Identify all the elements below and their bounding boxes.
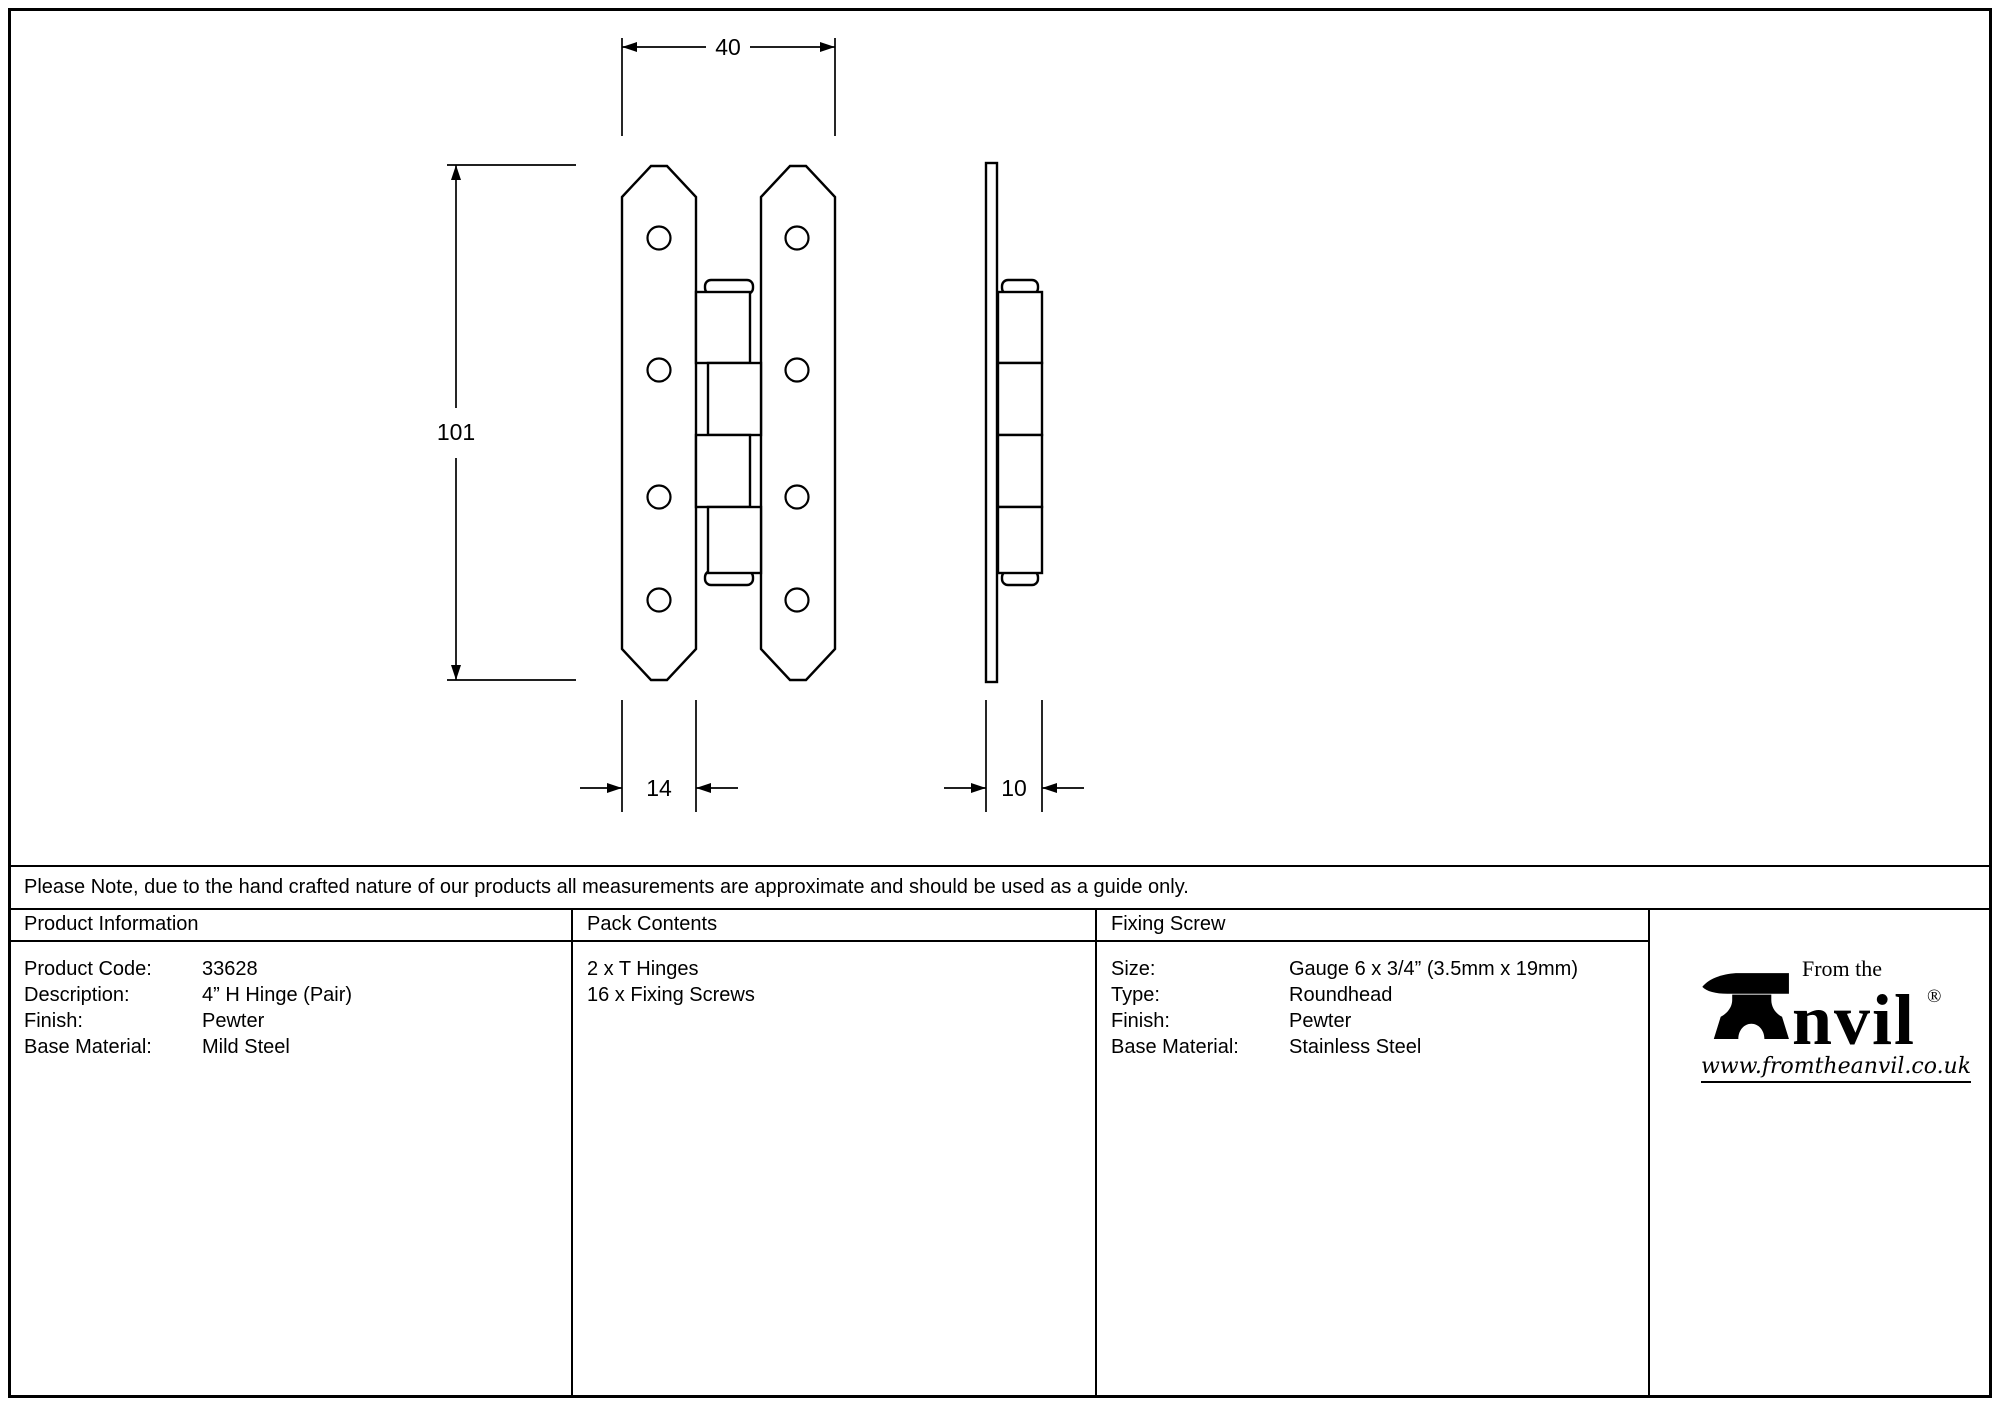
dimension-depth-label: 10 (1001, 775, 1027, 801)
field-value: 33628 (202, 958, 258, 980)
hinge-side-view (984, 161, 1044, 684)
table-row: Finish: Pewter (1111, 1008, 1578, 1034)
field-value: 4” H Hinge (Pair) (202, 984, 353, 1006)
screw-hole (646, 357, 672, 383)
table-divider-1 (571, 908, 573, 1398)
table-row: Description: 4” H Hinge (Pair) (24, 982, 352, 1008)
knuckle-2 (706, 361, 763, 437)
product-information-cell: Product Code: 33628 Description: 4” H Hi… (24, 956, 352, 1060)
side-knuckle-4 (996, 505, 1044, 575)
field-label: Finish: (1111, 1010, 1170, 1032)
logo-tagline: From the (1802, 956, 1883, 981)
field-label: Size: (1111, 958, 1156, 980)
dimension-width-label: 40 (715, 34, 741, 60)
measurement-note: Please Note, due to the hand crafted nat… (24, 875, 1189, 898)
dimension-height-label: 101 (437, 419, 475, 445)
field-value: Gauge 6 x 3/4” (3.5mm x 19mm) (1289, 958, 1578, 980)
arrowhead (622, 42, 637, 52)
anvil-icon (1702, 973, 1789, 1040)
screw-holes-right (784, 225, 810, 613)
pack-contents-cell: 2 x T Hinges 16 x Fixing Screws (587, 956, 755, 1008)
content-row-top-border (8, 940, 1649, 942)
arrowhead (1042, 783, 1057, 793)
dimension-leaf-width (580, 700, 738, 812)
screw-hole (784, 587, 810, 613)
field-label: Base Material: (24, 1036, 152, 1058)
field-value: Roundhead (1289, 984, 1393, 1006)
website-text: www.fromtheanvil.co.uk (1700, 1054, 1972, 1083)
side-knuckle-1 (996, 290, 1044, 365)
logo-website: www.fromtheanvil.co.uk (1698, 1054, 1974, 1083)
screw-hole (646, 225, 672, 251)
field-value: Mild Steel (202, 1036, 290, 1058)
screw-hole (784, 357, 810, 383)
dimension-width (621, 38, 836, 136)
field-value: Stainless Steel (1289, 1036, 1422, 1058)
screw-hole (646, 587, 672, 613)
arrowhead (820, 42, 835, 52)
field-label: Type: (1111, 984, 1160, 1006)
pack-item: 16 x Fixing Screws (587, 984, 755, 1006)
pack-contents-header: Pack Contents (587, 913, 718, 935)
dimension-depth (944, 700, 1084, 812)
pack-item: 2 x T Hinges (587, 958, 699, 980)
screw-holes-left (646, 225, 672, 613)
arrowhead (971, 783, 986, 793)
arrowhead (451, 665, 461, 680)
field-value: Pewter (202, 1010, 265, 1032)
note-row-top-border (8, 865, 1992, 867)
dimension-leaf-width-label: 14 (646, 775, 672, 801)
arrowhead (696, 783, 711, 793)
registered-trademark-symbol: ® (1927, 986, 1942, 1007)
side-knuckle-3 (996, 433, 1044, 509)
fixing-screw-cell: Size: Gauge 6 x 3/4” (3.5mm x 19mm) Type… (1111, 956, 1578, 1060)
page-border (8, 8, 1992, 1398)
arrowhead (451, 165, 461, 180)
knuckle-4 (706, 505, 763, 575)
dimension-labels: 40 101 14 10 (437, 34, 1027, 801)
technical-drawing: 40 101 14 10 (437, 34, 1084, 812)
arrowhead (607, 783, 622, 793)
table-divider-3 (1648, 908, 1650, 1398)
table-row: Finish: Pewter (24, 1008, 352, 1034)
fixing-screw-header: Fixing Screw (1111, 913, 1226, 935)
dimension-height (447, 164, 576, 681)
left-plate (620, 164, 698, 682)
screw-hole (646, 484, 672, 510)
screw-hole (784, 225, 810, 251)
header-row-top-border (8, 908, 1992, 910)
field-label: Finish: (24, 1010, 83, 1032)
screw-hole (784, 484, 810, 510)
logo-wordmark: nvil (1792, 980, 1917, 1060)
table-row: Base Material: Stainless Steel (1111, 1034, 1578, 1060)
field-label: Product Code: (24, 958, 152, 980)
table-row: Size: Gauge 6 x 3/4” (3.5mm x 19mm) (1111, 956, 1578, 982)
hinge-front-view (620, 164, 837, 682)
table-row: Product Code: 33628 (24, 956, 352, 982)
field-label: Base Material: (1111, 1036, 1239, 1058)
product-information-header: Product Information (24, 913, 199, 935)
field-label: Description: (24, 984, 130, 1006)
table-row: Base Material: Mild Steel (24, 1034, 352, 1060)
table-row: Type: Roundhead (1111, 982, 1578, 1008)
right-plate (759, 164, 837, 682)
table-divider-2 (1095, 908, 1097, 1398)
knuckle-1 (694, 290, 752, 365)
field-value: Pewter (1289, 1010, 1352, 1032)
